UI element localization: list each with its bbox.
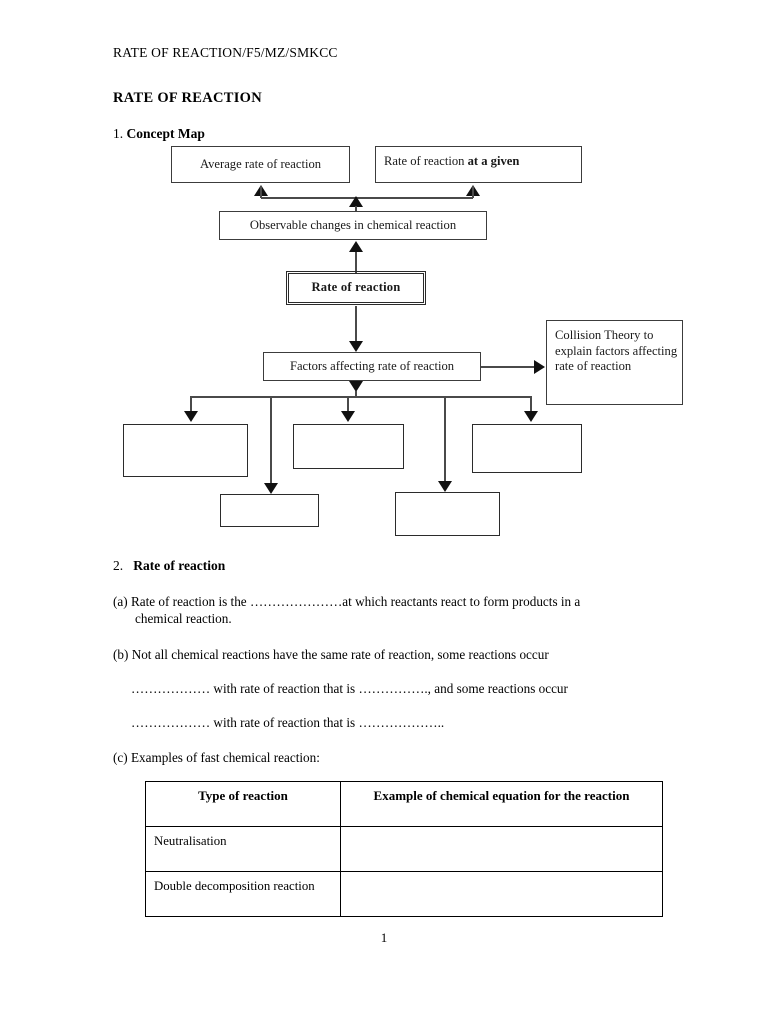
branch-riser-3: [347, 396, 349, 412]
node-blank-4: [220, 494, 319, 527]
table-cell-type-neutralisation-text: Neutralisation: [154, 834, 227, 848]
question-c: (c) Examples of fast chemical reaction:: [113, 749, 673, 766]
question-a-line-2: chemical reaction.: [135, 611, 232, 626]
table-header-row: Type of reaction Example of chemical equ…: [145, 781, 664, 827]
arrow-down-to-blank-3: [524, 411, 538, 422]
node-collision-theory: Collision Theory to explain factors affe…: [546, 320, 683, 405]
table-cell-example-neutralisation[interactable]: [339, 826, 664, 872]
question-b-blank-2: …………….: [358, 681, 428, 696]
arrow-down-to-blank-2: [341, 411, 355, 422]
table-header-type-of-reaction: Type of reaction: [145, 781, 341, 827]
node-blank-3-label: [473, 425, 581, 472]
connector-bar-top: [261, 197, 473, 199]
section-1-number: 1.: [113, 126, 124, 141]
page-number: 1: [380, 930, 388, 945]
node-rate-of-reaction: Rate of reaction: [286, 271, 426, 305]
node-blank-5-label: [396, 493, 499, 535]
node-blank-1-label: [124, 425, 247, 476]
question-b-line-2-mid: with rate of reaction that is: [213, 681, 356, 696]
node-average-rate-of-reaction: Average rate of reaction: [171, 146, 350, 183]
connector-left-riser-top: [260, 186, 262, 198]
node-observable-changes-label: Observable changes in chemical reaction: [249, 217, 457, 232]
question-b-marker: (b): [113, 647, 129, 662]
connector-rate-to-observable: [355, 252, 357, 273]
node-blank-2: [293, 424, 404, 469]
connector-center-riser-top: [355, 206, 357, 212]
arrow-right-to-collision-theory: [534, 360, 545, 374]
node-observable-changes: Observable changes in chemical reaction: [219, 211, 487, 240]
arrow-down-from-factors: [349, 381, 363, 392]
arrow-up-into-top-bar: [349, 196, 363, 207]
question-b-blank-3: ………………: [131, 715, 211, 730]
question-b-line-1: Not all chemical reactions have the same…: [131, 647, 549, 662]
question-a-marker: (a): [113, 594, 128, 609]
node-blank-1: [123, 424, 248, 477]
branch-riser-1: [190, 396, 192, 412]
question-b-blank-4: ………………..: [358, 715, 445, 730]
table-cell-type-double-decomposition: Double decomposition reaction: [145, 871, 341, 917]
arrow-down-to-blank-4: [264, 483, 278, 494]
arrow-down-to-factors: [349, 341, 363, 352]
node-blank-4-label: [221, 495, 318, 526]
question-a-blank-1: …………………: [249, 594, 343, 609]
table-row: Neutralisation: [145, 826, 664, 872]
section-1-label: Concept Map: [126, 126, 205, 141]
distribution-bar: [190, 396, 531, 398]
question-c-text: Examples of fast chemical reaction:: [130, 750, 320, 765]
question-b-line-3-mid: with rate of reaction that is: [213, 715, 356, 730]
question-a-text-before: Rate of reaction is the: [130, 594, 247, 609]
fast-reaction-examples-table: Type of reaction Example of chemical equ…: [145, 781, 664, 917]
node-collision-theory-label: Collision Theory to explain factors affe…: [555, 328, 678, 373]
table-header-example-equation: Example of chemical equation for the rea…: [339, 781, 664, 827]
connector-rate-to-factors: [355, 306, 357, 342]
connector-right-riser-top: [472, 186, 474, 198]
table-row: Double decomposition reaction: [145, 871, 664, 917]
arrow-up-to-observable-changes: [349, 241, 363, 252]
node-blank-3: [472, 424, 582, 473]
question-a: (a) Rate of reaction is the …………………at wh…: [113, 593, 673, 627]
arrow-down-to-blank-1: [184, 411, 198, 422]
branch-riser-5: [530, 396, 532, 412]
branch-riser-2: [270, 396, 272, 486]
question-c-marker: (c): [113, 750, 128, 765]
section-heading-rate-of-reaction: 2. Rate of reaction: [113, 558, 225, 574]
node-blank-2-label: [294, 425, 403, 468]
node-rate-of-reaction-label: Rate of reaction: [311, 280, 401, 295]
node-factors-affecting-label: Factors affecting rate of reaction: [289, 358, 455, 373]
table-cell-example-double-decomposition[interactable]: [339, 871, 664, 917]
page-title: RATE OF REACTION: [113, 90, 263, 106]
question-b: (b) Not all chemical reactions have the …: [113, 646, 673, 731]
node-blank-5: [395, 492, 500, 536]
section-2-label: Rate of reaction: [133, 558, 226, 573]
section-heading-concept-map: 1. Concept Map: [113, 126, 205, 142]
node-rate-at-a-given-label: Rate of reaction at a given: [384, 154, 520, 168]
table-cell-type-double-decomposition-text: Double decomposition reaction: [154, 879, 315, 893]
question-a-text-after: at which reactants react to form product…: [342, 594, 581, 609]
connector-factors-to-collision: [481, 366, 535, 368]
question-b-line-2-after: , and some reactions occur: [427, 681, 568, 696]
table-cell-type-neutralisation: Neutralisation: [145, 826, 341, 872]
connector-factors-to-bar: [355, 391, 357, 397]
node-average-rate-label: Average rate of reaction: [199, 156, 322, 171]
question-b-blank-1: ………………: [131, 681, 211, 696]
document-header: RATE OF REACTION/F5/MZ/SMKCC: [113, 45, 338, 60]
arrow-down-to-blank-5: [438, 481, 452, 492]
node-factors-affecting: Factors affecting rate of reaction: [263, 352, 481, 381]
node-rate-at-a-given-time: Rate of reaction at a given: [375, 146, 582, 183]
branch-riser-4: [444, 396, 446, 484]
section-2-number: 2.: [113, 558, 124, 573]
